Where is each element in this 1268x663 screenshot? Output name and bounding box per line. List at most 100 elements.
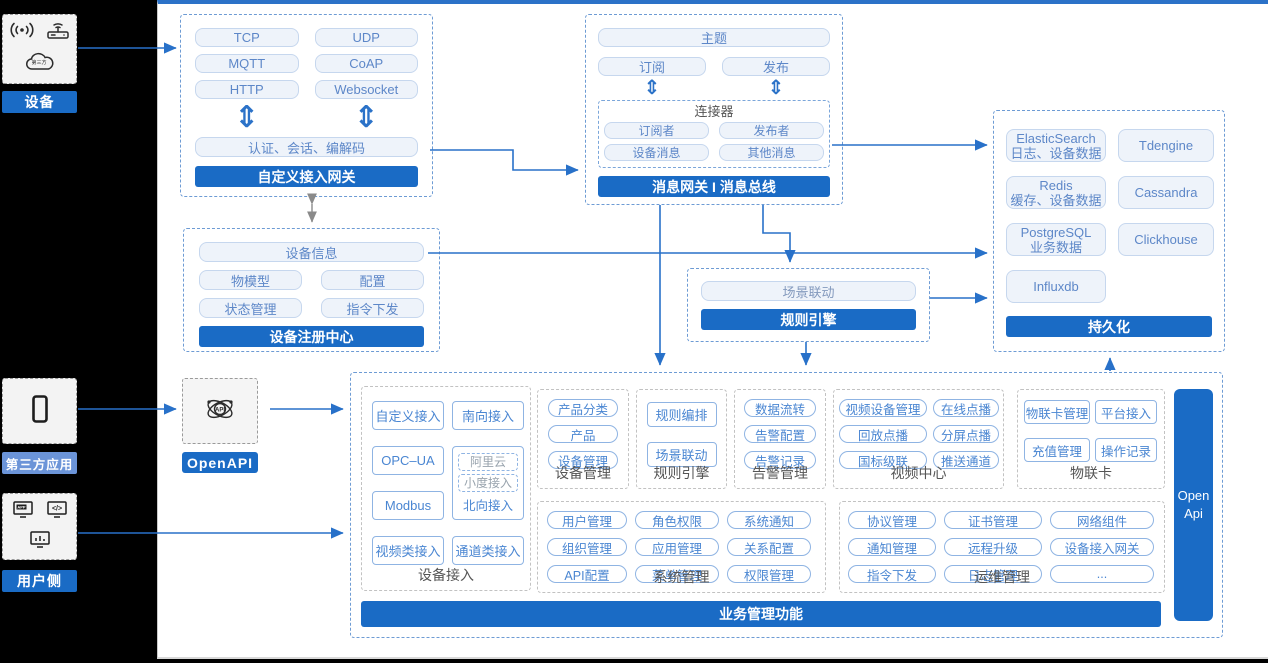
access-node: OPC–UA [372, 446, 444, 475]
system-node: 应用管理 [635, 538, 719, 556]
system-node: 用户管理 [547, 511, 627, 529]
openapi-icon-box: API [182, 378, 258, 444]
store-node: Cassandra [1118, 176, 1214, 209]
protocol-node: TCP [195, 28, 299, 47]
svg-text:APP: APP [17, 505, 26, 510]
access-node: 视频类接入 [372, 536, 444, 565]
north-access-group: 阿里云 小度接入 北向接入 [452, 446, 524, 520]
access-node: Modbus [372, 491, 444, 520]
updown-arrow-icon: ⇕ [234, 101, 260, 134]
video-center-section: 视频设备管理 在线点播 回放点播 分屏点播 国标级联 推送通道 视频中心 [833, 389, 1004, 489]
ops-node: 证书管理 [944, 511, 1042, 529]
ops-node: 网络组件 [1050, 511, 1154, 529]
business-title: 业务管理功能 [361, 601, 1161, 627]
access-node: 自定义接入 [372, 401, 444, 430]
video-node: 国标级联 [839, 451, 927, 469]
rule-node: 场景联动 [646, 442, 717, 467]
third-party-cloud-icon: 第三方 [23, 51, 57, 78]
svg-text:API: API [215, 407, 225, 413]
svg-text:</>: </> [51, 506, 61, 513]
video-node: 回放点播 [839, 425, 927, 443]
system-node: 关系配置 [727, 538, 811, 556]
business-box: 自定义接入 OPC–UA Modbus 视频类接入 南向接入 阿里云 小度接入 … [350, 372, 1223, 638]
alarm-node: 告警记录 [744, 451, 816, 469]
protocol-node: Websocket [314, 80, 418, 99]
section-label: 物联卡 [1070, 465, 1112, 481]
connector-node: 订阅者 [604, 122, 709, 139]
system-node: 系统通知 [727, 511, 811, 529]
store-node: Redis 缓存、设备数据 [1006, 176, 1106, 209]
iot-card-node: 平台接入 [1095, 400, 1157, 424]
iot-card-section: 物联卡管理 平台接入 充值管理 操作记录 物联卡 [1017, 389, 1165, 489]
auth-session-codec-node: 认证、会话、编解码 [195, 137, 418, 157]
store-node: Tdengine [1118, 129, 1214, 162]
north-access-label: 北向接入 [462, 498, 513, 513]
ops-node: 指令下发 [848, 565, 936, 583]
rule-engine-box: 场景联动 规则引擎 [687, 268, 930, 342]
device-access-section: 自定义接入 OPC–UA Modbus 视频类接入 南向接入 阿里云 小度接入 … [361, 386, 531, 591]
rule-section: 规则编排 场景联动 规则引擎 [636, 389, 727, 489]
smartphone-icon [31, 394, 49, 429]
section-label: 运维管理 [974, 569, 1030, 585]
user-side-label: 用户侧 [2, 570, 77, 592]
ops-node: 远程升级 [944, 538, 1042, 556]
system-node: 菜单管理 [635, 565, 719, 583]
iot-card-node: 充值管理 [1024, 438, 1090, 462]
ops-node: 设备接入网关 [1050, 538, 1154, 556]
video-node: 推送通道 [933, 451, 999, 469]
alarm-section: 数据流转 告警配置 告警记录 告警管理 [734, 389, 826, 489]
video-node: 分屏点播 [933, 425, 999, 443]
third-party-label: 第三方应用 [2, 452, 77, 474]
alarm-node: 告警配置 [744, 425, 816, 443]
iot-card-node: 物联卡管理 [1024, 400, 1090, 424]
updown-arrow-icon: ⇕ [643, 77, 661, 99]
section-label: 告警管理 [752, 465, 808, 481]
connector-title: 连接器 [694, 104, 734, 119]
store-node: ElasticSearch 日志、设备数据 [1006, 129, 1106, 162]
access-node: 通道类接入 [452, 536, 524, 565]
device-icon-box: 第三方 [2, 14, 77, 84]
access-node: 小度接入 [458, 473, 518, 492]
iot-card-node: 操作记录 [1095, 438, 1157, 462]
system-node: 角色权限 [635, 511, 719, 529]
openapi-label: OpenAPI [182, 452, 258, 473]
system-mgmt-section: 用户管理 角色权限 系统通知 组织管理 应用管理 关系配置 API配置 菜单管理… [537, 501, 826, 593]
ops-mgmt-section: 协议管理 证书管理 网络组件 通知管理 远程升级 设备接入网关 指令下发 日志管… [839, 501, 1165, 593]
third-party-icon-box [2, 378, 77, 444]
code-window-icon: </> [46, 500, 68, 523]
svg-text:第三方: 第三方 [31, 59, 46, 66]
registry-node: 状态管理 [199, 298, 302, 318]
mgmt-node: 产品 [548, 425, 618, 443]
topic-node: 主题 [598, 28, 830, 47]
device-registry-title: 设备注册中心 [199, 326, 424, 347]
connector-box: 连接器 订阅者 发布者 设备消息 其他消息 [598, 100, 830, 168]
section-label: 视频中心 [890, 465, 947, 481]
access-node: 南向接入 [452, 401, 524, 430]
device-registry-box: 设备信息 物模型 配置 状态管理 指令下发 设备注册中心 [183, 228, 440, 352]
scene-linkage-node: 场景联动 [701, 281, 916, 301]
message-bus-title: 消息网关 I 消息总线 [598, 176, 830, 197]
section-label: 设备接入 [418, 567, 474, 583]
app-window-icon: APP [12, 500, 34, 523]
device-mgmt-section: 产品分类 产品 设备管理 设备管理 [537, 389, 629, 489]
mgmt-node: 设备管理 [548, 451, 618, 469]
subscribe-node: 订阅 [598, 57, 706, 76]
user-side-icon-box: APP </> [2, 493, 77, 560]
registry-node: 指令下发 [321, 298, 424, 318]
system-node: 组织管理 [547, 538, 627, 556]
device-info-node: 设备信息 [199, 242, 424, 262]
connector-node: 其他消息 [719, 144, 824, 161]
rule-engine-title: 规则引擎 [701, 309, 916, 330]
store-node: Clickhouse [1118, 223, 1214, 256]
ops-node: 协议管理 [848, 511, 936, 529]
updown-arrow-icon: ⇕ [353, 101, 379, 134]
store-node: PostgreSQL 业务数据 [1006, 223, 1106, 256]
router-icon [45, 20, 71, 45]
system-node: API配置 [547, 565, 627, 583]
ops-node: 通知管理 [848, 538, 936, 556]
video-node: 视频设备管理 [839, 399, 927, 417]
protocol-node: MQTT [195, 54, 299, 73]
section-label: 设备管理 [555, 465, 611, 481]
custom-gateway-title: 自定义接入网关 [195, 166, 418, 187]
